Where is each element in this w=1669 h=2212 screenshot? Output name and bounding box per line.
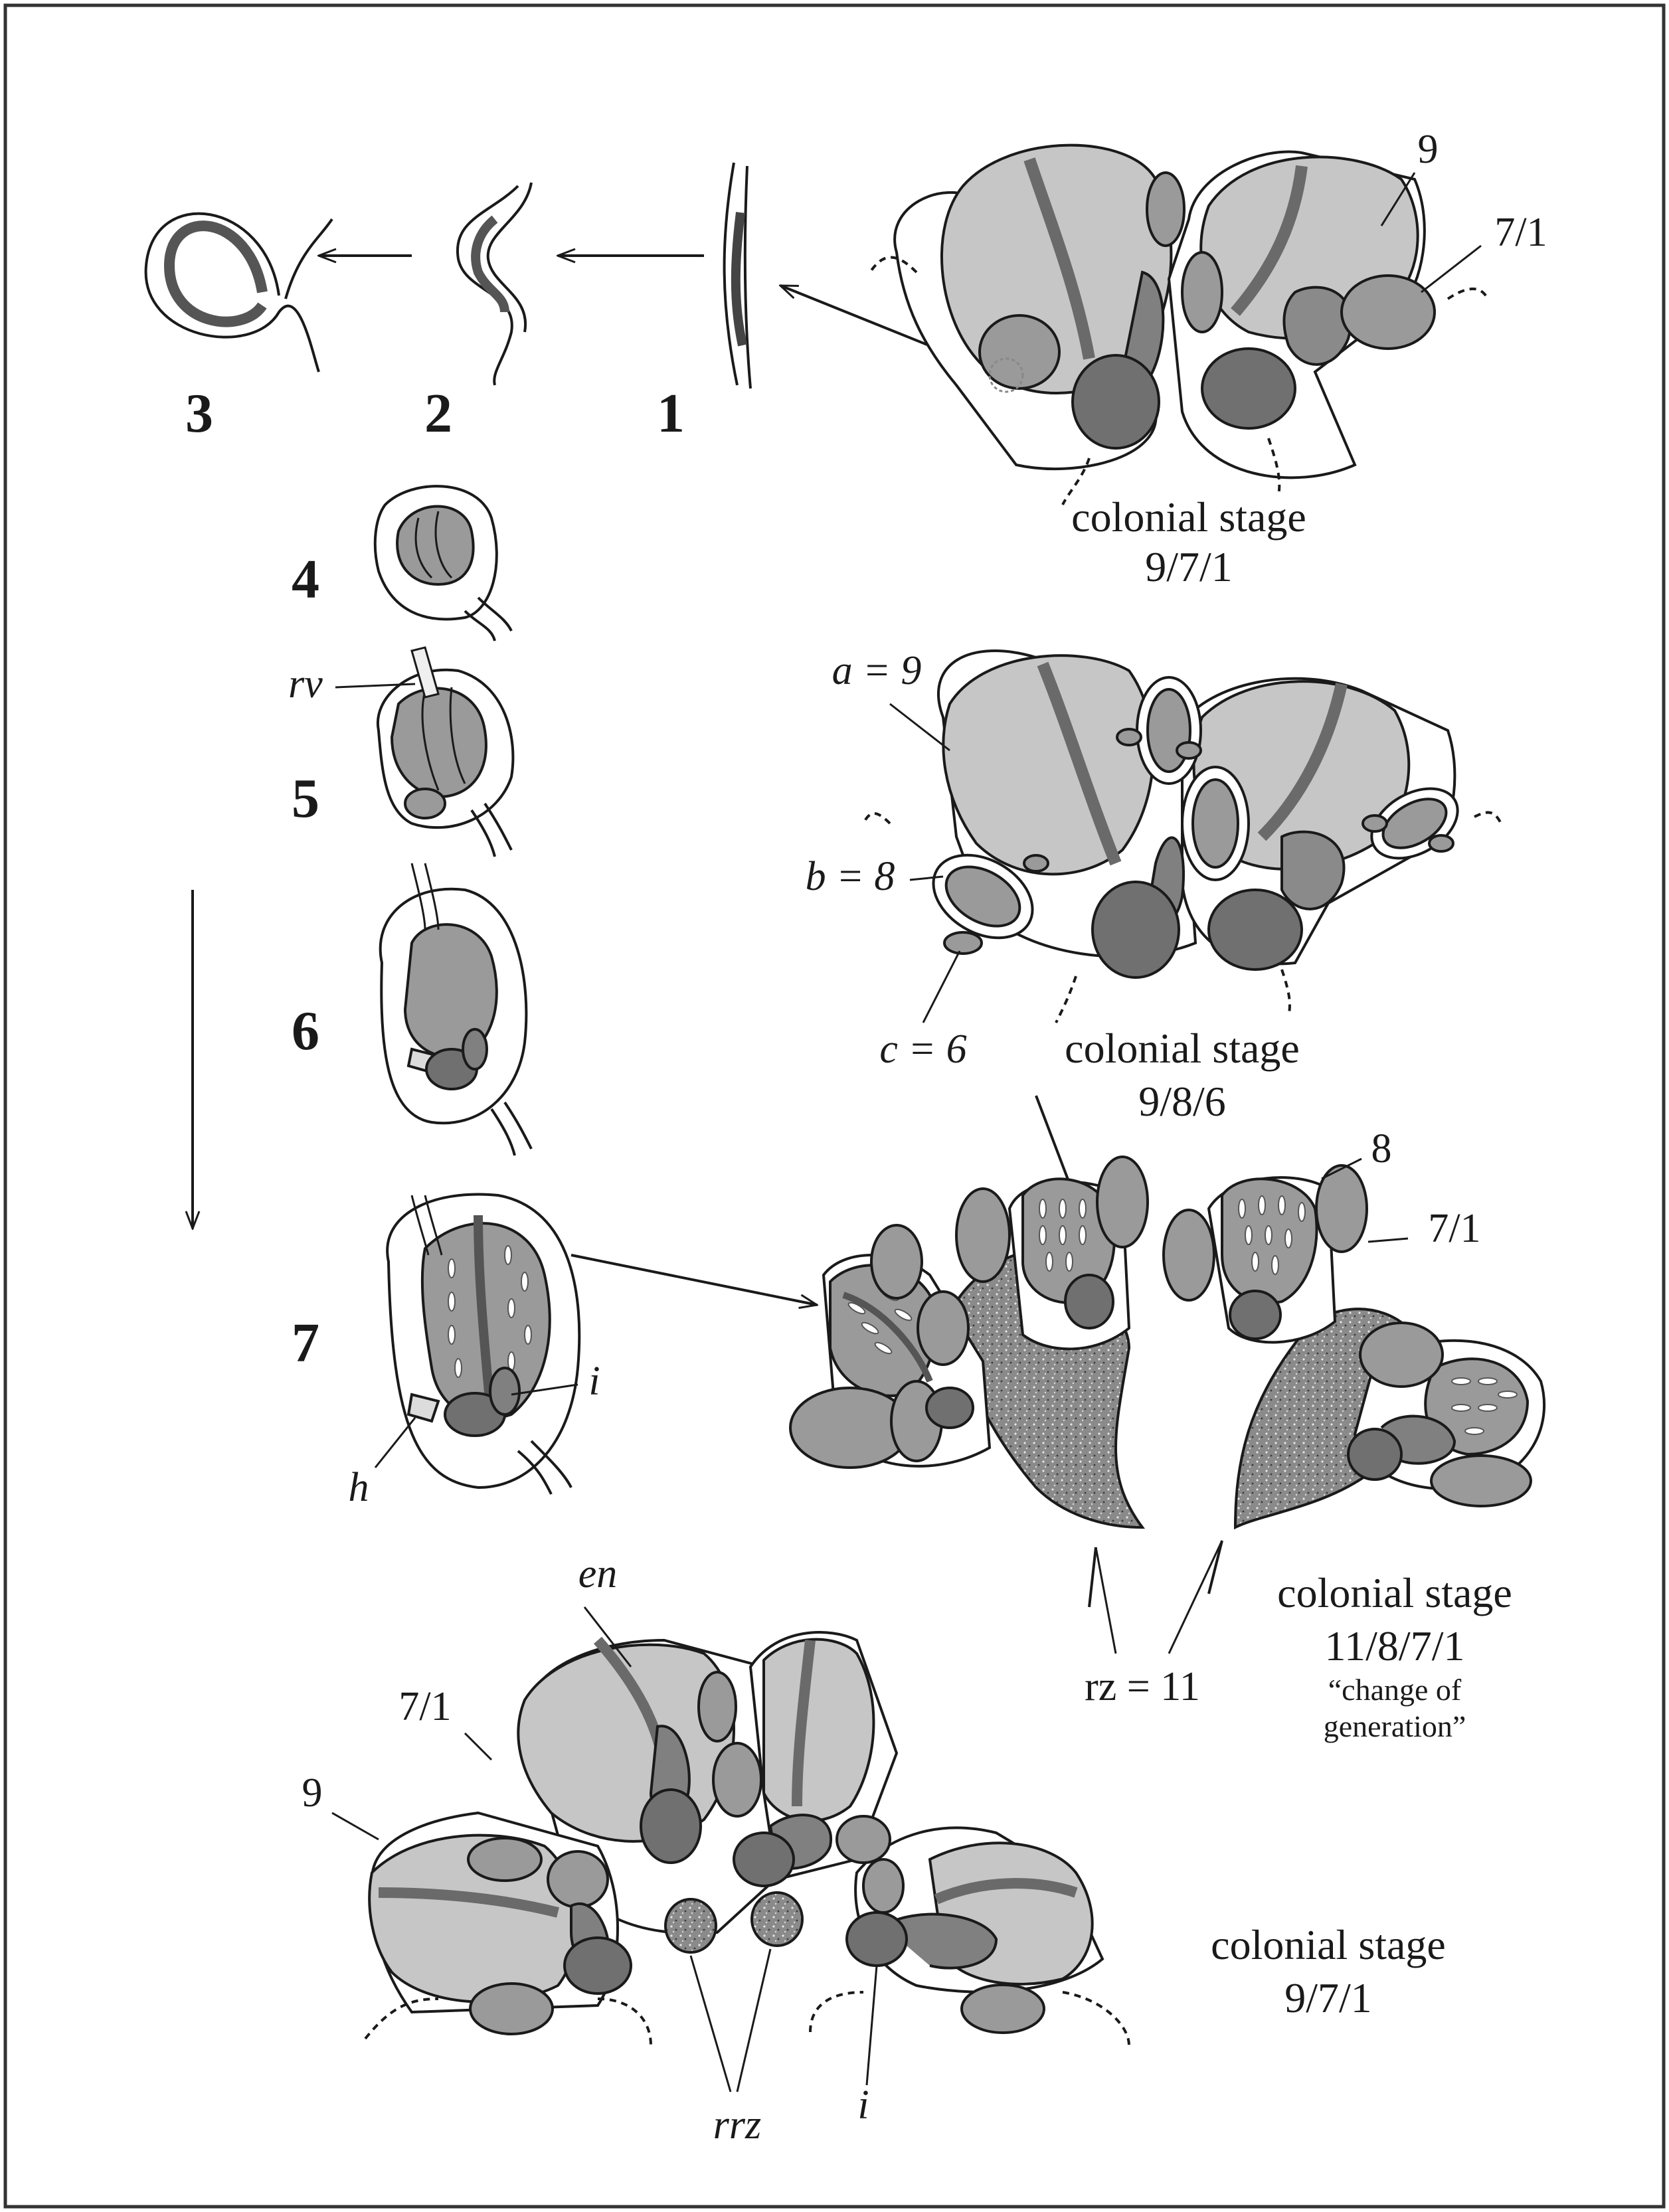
stage-2-drawing [458,183,531,385]
zooid-stage-5 [378,647,513,857]
leader-top-7-1 [1421,246,1481,292]
caption-4-title: colonial stage [1211,1921,1446,1968]
stage-number-4: 4 [292,549,319,610]
stage-number-7: 7 [292,1312,319,1374]
leader-rrz-right [737,1949,770,2092]
leader-rz-right [1169,1541,1222,1654]
zooid-stage-4 [375,486,511,641]
label-b: b = 8 [806,854,895,899]
stage-number-5: 5 [292,768,319,829]
leader-c [923,951,960,1023]
label-en: en [578,1551,618,1596]
caption-1-value: 9/7/1 [1145,543,1233,590]
zooid-stage-6 [381,863,531,1155]
leader-mid-7-1 [1368,1238,1408,1242]
label-top-9: 9 [1418,127,1439,172]
caption-1-title: colonial stage [1071,493,1306,541]
colony-11-8-7-1 [790,1096,1544,1607]
stage-number-6: 6 [292,1000,319,1062]
label-mid-7-1: 7/1 [1428,1206,1480,1251]
stage-number-1: 1 [657,383,685,444]
caption-2-title: colonial stage [1065,1025,1300,1072]
colony-9-7-1-top [870,145,1488,505]
label-a: a = 9 [832,648,922,693]
stage-1-drawing [725,163,750,388]
label-h: h [349,1465,369,1510]
stage-number-3: 3 [185,383,213,444]
leader-bot-i [867,1966,877,2085]
label-rv: rv [288,661,323,707]
caption-3-note-line2: generation” [1324,1709,1466,1743]
stage-number-2: 2 [424,383,452,444]
label-i-zooid: i [588,1359,600,1404]
leader-rz-left [1096,1547,1116,1654]
leader-bot-9 [332,1813,379,1839]
label-rrz: rrz [713,2102,761,2148]
leader-h [375,1418,415,1468]
leader-rrz-left [691,1956,731,2092]
label-top-7-1: 7/1 [1494,210,1547,255]
caption-4-value: 9/7/1 [1284,1974,1372,2021]
label-rz: rz = 11 [1085,1664,1200,1709]
label-bot-9: 9 [302,1770,323,1816]
caption-2-value: 9/8/6 [1138,1078,1226,1125]
label-bot-i: i [857,2083,869,2128]
caption-3-note-line1: “change of [1328,1673,1462,1707]
stage-3-drawing [146,214,332,372]
caption-3-title: colonial stage [1277,1569,1512,1616]
arrow-7-to-colony [571,1255,817,1305]
label-bot-7-1: 7/1 [398,1684,451,1729]
leader-bot-7-1 [465,1733,491,1760]
colony-9-7-1-bottom [365,1632,1129,2045]
label-mid-8: 8 [1371,1126,1392,1171]
zooid-stage-7 [387,1194,579,1494]
caption-3-value: 11/8/7/1 [1325,1622,1465,1669]
label-c: c = 6 [879,1027,966,1072]
colony-9-8-6 [863,651,1501,1023]
